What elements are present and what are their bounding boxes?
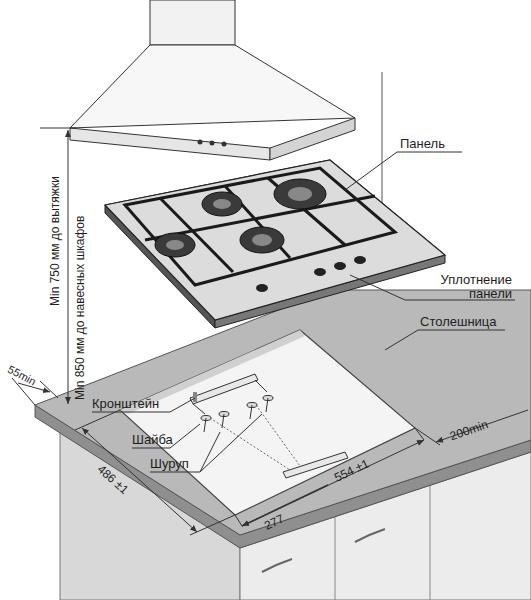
part-name: Столешница bbox=[420, 315, 497, 329]
dimension-text: Min 850 мм до навесных шкафов bbox=[73, 216, 87, 400]
screw bbox=[201, 396, 300, 471]
countertop bbox=[35, 290, 531, 548]
part-name: Кронштейн bbox=[92, 397, 159, 411]
part-name: Шуруп bbox=[150, 457, 189, 471]
hob bbox=[105, 160, 445, 328]
hood bbox=[70, 0, 355, 160]
part-name: Панель bbox=[400, 137, 445, 151]
part-name: Уплотнение панели bbox=[408, 273, 512, 301]
dimension-text: Min 750 мм до вытяжки bbox=[48, 176, 62, 306]
leader-line bbox=[92, 152, 515, 472]
part-name: Шайба bbox=[132, 433, 173, 447]
bracket bbox=[190, 374, 348, 478]
dimension-line bbox=[12, 128, 528, 535]
